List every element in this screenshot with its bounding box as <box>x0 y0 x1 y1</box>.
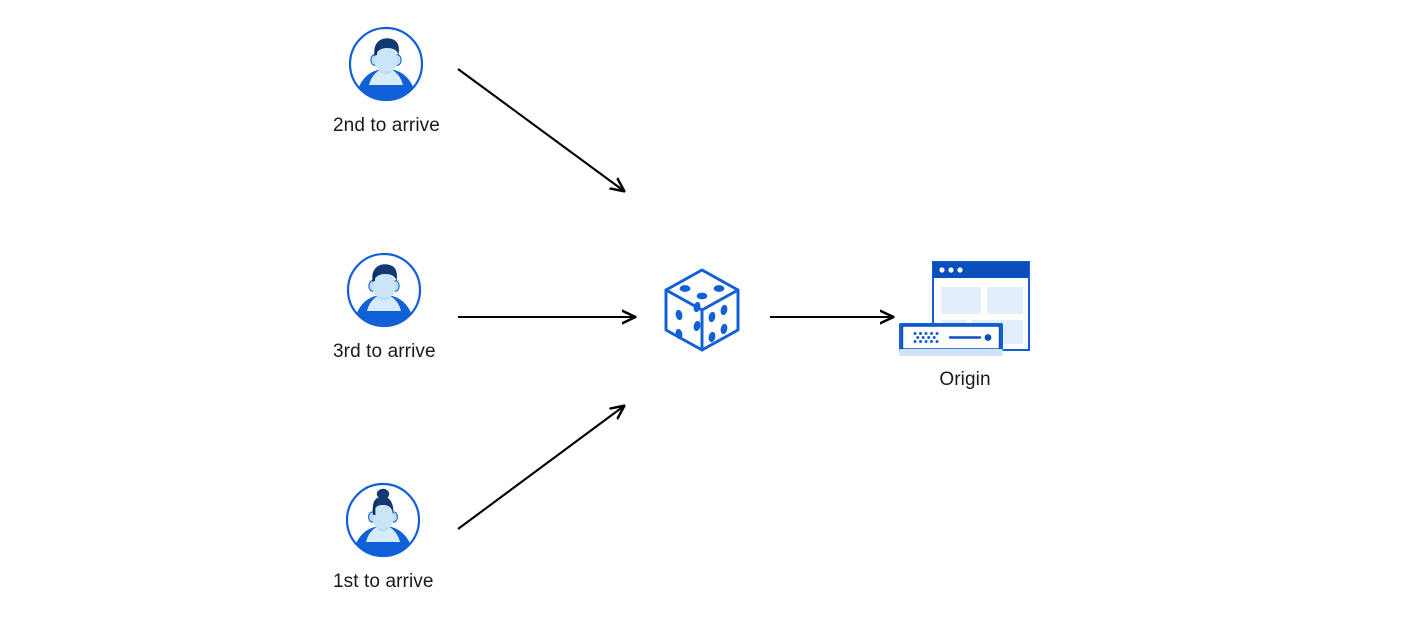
user-avatar-short-hair-icon <box>345 251 423 329</box>
node-randomizer[interactable] <box>654 262 750 358</box>
server-appliance-icon <box>899 323 1003 356</box>
node-label: 2nd to arrive <box>333 115 440 136</box>
dice-icon <box>654 262 750 358</box>
origin-server-browser-icon <box>895 255 1035 363</box>
arrow-2nd-to-dice <box>457 68 624 191</box>
node-origin[interactable]: Origin <box>895 255 1035 392</box>
user-avatar-short-hair-icon <box>347 25 425 103</box>
node-label: 1st to arrive <box>333 571 434 592</box>
node-visitor-2nd[interactable]: 2nd to arrive <box>333 25 440 138</box>
node-visitor-3rd[interactable]: 3rd to arrive <box>333 251 436 364</box>
arrow-1st-to-dice <box>457 406 624 530</box>
node-label: Origin <box>939 369 991 390</box>
node-visitor-1st[interactable]: 1st to arrive <box>333 481 434 594</box>
node-label: 3rd to arrive <box>333 341 436 362</box>
user-avatar-bun-hair-icon <box>344 481 422 559</box>
